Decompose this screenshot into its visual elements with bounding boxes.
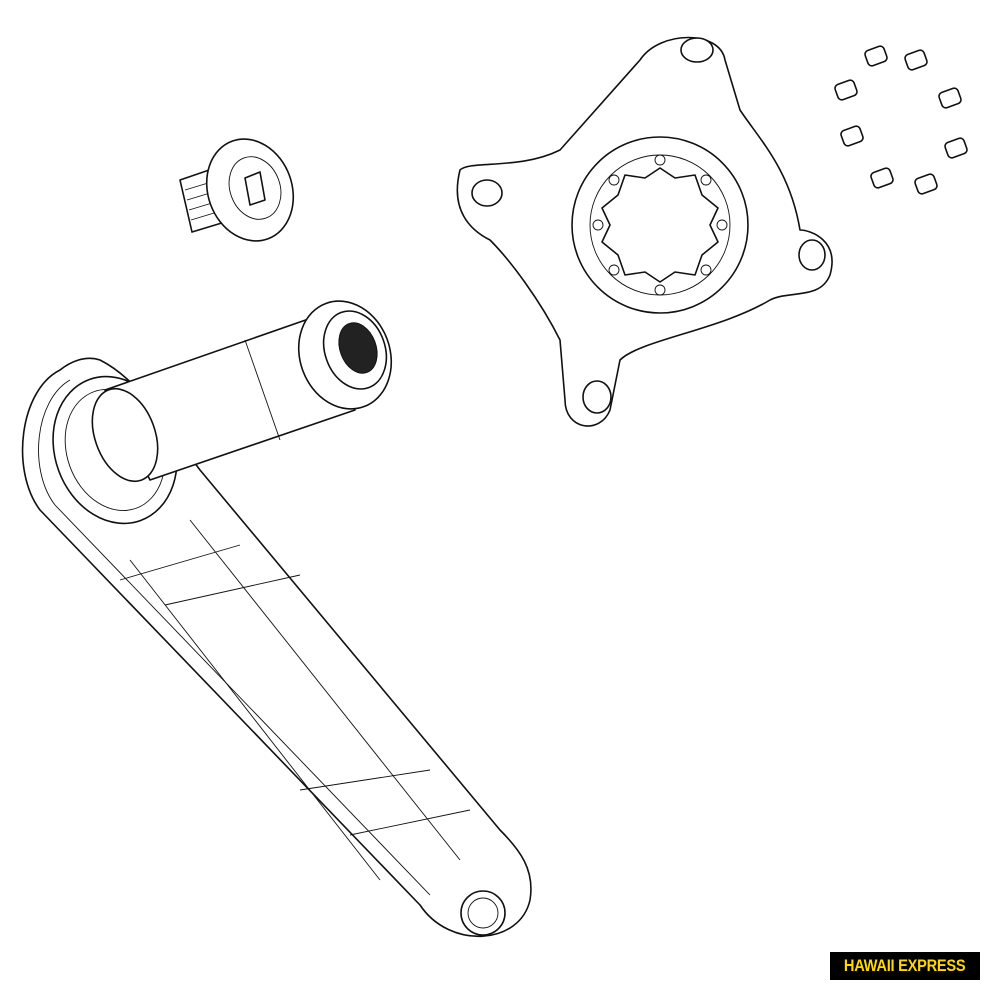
chainring-spider xyxy=(456,36,833,427)
chainring-bolts xyxy=(834,45,968,195)
spindle xyxy=(91,300,393,483)
crank-bolt xyxy=(179,138,295,242)
hawaii-express-logo: HAWAII EXPRESS xyxy=(830,952,980,980)
logo-text: HAWAII EXPRESS xyxy=(844,956,966,975)
